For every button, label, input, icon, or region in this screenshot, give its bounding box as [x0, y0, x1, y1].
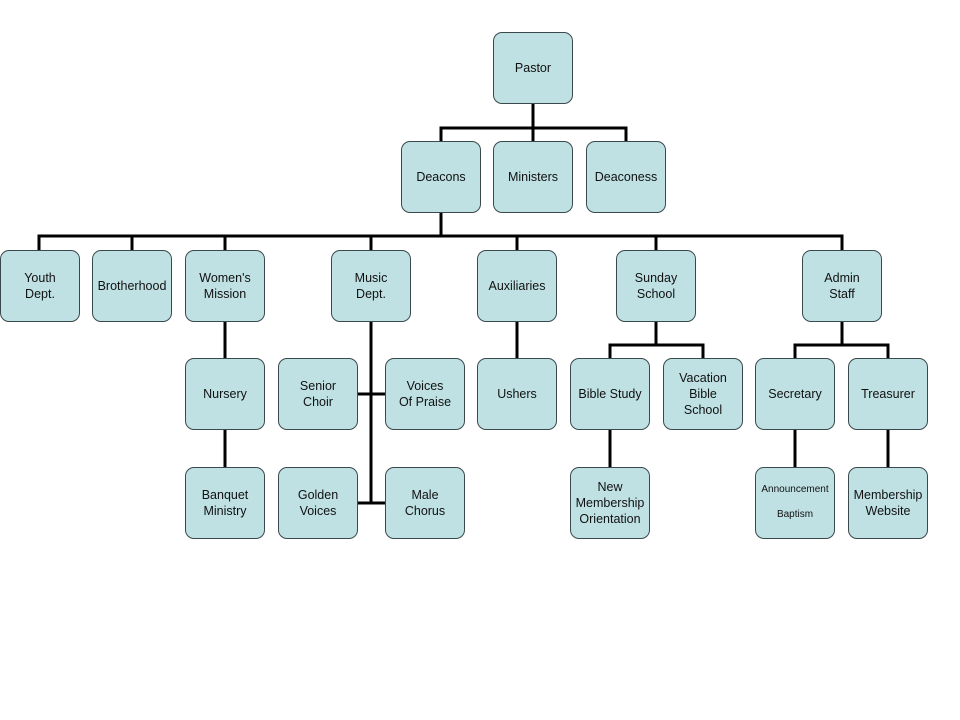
node-label: New Membership Orientation	[575, 480, 645, 526]
node-label: Secretary	[768, 387, 822, 401]
node-announcement-baptism: Announcement Baptism	[755, 467, 835, 539]
node-womens-mission: Women's Mission	[185, 250, 265, 322]
node-male-chorus: Male Chorus	[385, 467, 465, 539]
node-nursery: Nursery	[185, 358, 265, 430]
node-label: Announcement Baptism	[761, 484, 829, 521]
node-label: Membership Website	[853, 488, 923, 518]
node-new-membership-orientation: New Membership Orientation	[570, 467, 650, 539]
node-brotherhood: Brotherhood	[92, 250, 172, 322]
node-banquet-ministry: Banquet Ministry	[185, 467, 265, 539]
node-music-dept: Music Dept.	[331, 250, 411, 322]
node-treasurer: Treasurer	[848, 358, 928, 430]
node-label: Golden Voices	[297, 488, 339, 518]
node-ministers: Ministers	[493, 141, 573, 213]
node-label: Male Chorus	[404, 488, 446, 518]
node-secretary: Secretary	[755, 358, 835, 430]
node-label: Auxiliaries	[488, 279, 546, 293]
node-senior-choir: Senior Choir	[278, 358, 358, 430]
node-sunday-school: Sunday School	[616, 250, 696, 322]
node-label: Pastor	[514, 61, 552, 75]
node-auxiliaries: Auxiliaries	[477, 250, 557, 322]
node-label: Ministers	[507, 170, 558, 184]
node-voices-of-praise: Voices Of Praise	[385, 358, 465, 430]
node-label: Women's Mission	[199, 271, 251, 301]
node-admin-staff: Admin Staff	[802, 250, 882, 322]
node-vacation-bible-school: Vacation Bible School	[663, 358, 743, 430]
node-label: Deacons	[416, 170, 466, 184]
node-deacons: Deacons	[401, 141, 481, 213]
node-ushers: Ushers	[477, 358, 557, 430]
node-label: Music Dept.	[354, 271, 388, 301]
node-label: Bible Study	[578, 387, 642, 401]
node-label: Banquet Ministry	[201, 488, 249, 518]
node-label: Sunday School	[634, 271, 678, 301]
node-label: Youth Dept.	[24, 271, 56, 301]
node-youth-dept: Youth Dept.	[0, 250, 80, 322]
node-label: Ushers	[497, 387, 537, 401]
node-label: Treasurer	[861, 387, 915, 401]
node-membership-website: Membership Website	[848, 467, 928, 539]
node-label: Vacation Bible School	[679, 371, 727, 417]
node-label: Brotherhood	[97, 279, 167, 293]
node-deaconess: Deaconess	[586, 141, 666, 213]
node-label: Admin Staff	[824, 271, 860, 301]
node-pastor: Pastor	[493, 32, 573, 104]
node-golden-voices: Golden Voices	[278, 467, 358, 539]
node-label: Voices Of Praise	[398, 379, 452, 409]
node-label: Senior Choir	[299, 379, 337, 409]
node-bible-study: Bible Study	[570, 358, 650, 430]
node-label: Deaconess	[594, 170, 658, 184]
node-label: Nursery	[203, 387, 247, 401]
